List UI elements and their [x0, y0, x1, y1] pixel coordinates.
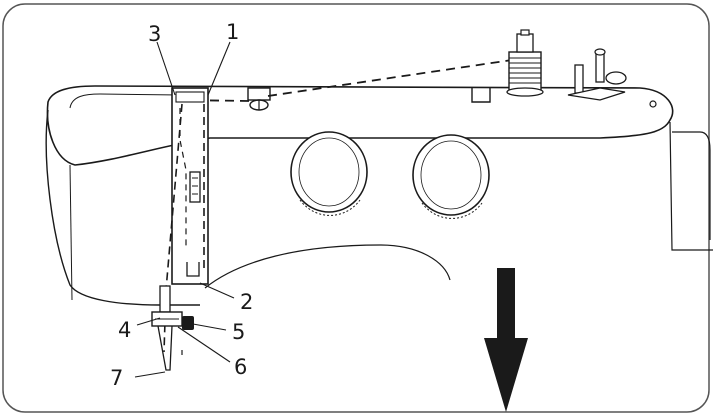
stitch-selector-dial-right: [412, 134, 490, 219]
thread-spool-icon: [506, 29, 544, 97]
callout-7: 7: [110, 366, 124, 390]
machine-body-curve: [204, 244, 451, 289]
callout-2: 2: [240, 290, 254, 314]
callout-5: 5: [232, 320, 246, 344]
machine-lower-front: [69, 164, 73, 301]
thread-path-top: [179, 59, 513, 102]
bobbin-winder-icon: [567, 48, 657, 108]
down-arrow-icon: [484, 268, 528, 412]
thread-path-upper-loop: [179, 108, 187, 250]
callout-1: 1: [226, 20, 240, 44]
stitch-selector-dial-left: [290, 131, 368, 216]
machine-arm-outline: [46, 85, 674, 166]
top-bracket-icon: [471, 88, 491, 103]
machine-base-right: [669, 121, 713, 251]
callout-3: 3: [148, 22, 162, 46]
machine-arm-inner-line: [69, 93, 181, 109]
diagram-frame: [2, 3, 710, 413]
take-up-lever-channel: [171, 87, 209, 285]
callout-4: 4: [118, 318, 132, 342]
callout-6: 6: [234, 355, 248, 379]
top-thread-guide-icon: [247, 87, 271, 111]
machine-head-outline: [45, 109, 200, 306]
leader-lines: [134, 41, 235, 378]
needle-assembly: [151, 285, 194, 371]
